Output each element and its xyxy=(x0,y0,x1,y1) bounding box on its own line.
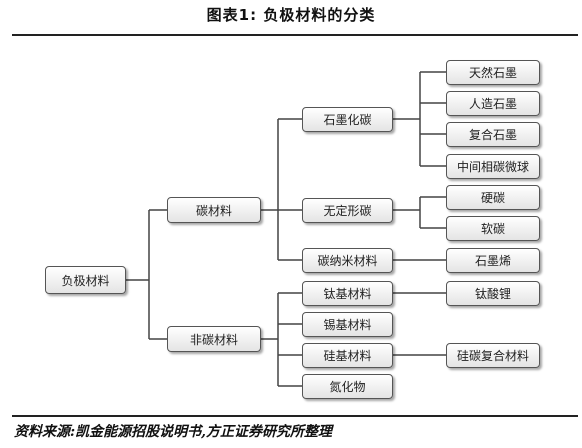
node-tin-based: 锡基材料 xyxy=(302,312,393,337)
node-non-carbon-materials: 非碳材料 xyxy=(167,326,261,352)
node-artificial-graphite: 人造石墨 xyxy=(446,91,540,116)
top-rule xyxy=(12,34,578,36)
node-graphitized-carbon: 石墨化碳 xyxy=(302,107,393,132)
node-mesocarbon-microbeads: 中间相碳微球 xyxy=(446,154,540,179)
node-nitride: 氮化物 xyxy=(302,374,393,399)
node-carbon-nanomaterials: 碳纳米材料 xyxy=(302,248,393,273)
node-composite-graphite: 复合石墨 xyxy=(446,122,540,147)
node-carbon-materials: 碳材料 xyxy=(167,197,261,223)
node-graphene: 石墨烯 xyxy=(446,248,540,273)
node-titanium-based: 钛基材料 xyxy=(302,281,393,306)
node-natural-graphite: 天然石墨 xyxy=(446,60,540,85)
node-silicon-carbon-composite: 硅碳复合材料 xyxy=(446,343,540,368)
node-hard-carbon: 硬碳 xyxy=(446,185,540,210)
node-soft-carbon: 软碳 xyxy=(446,216,540,241)
node-lithium-titanate: 钛酸锂 xyxy=(446,281,540,306)
source-note: 资料来源:凯金能源招股说明书,方正证券研究所整理 xyxy=(14,424,333,440)
node-amorphous-carbon: 无定形碳 xyxy=(302,198,393,223)
node-anode-materials: 负极材料 xyxy=(45,266,126,294)
node-silicon-based: 硅基材料 xyxy=(302,343,393,368)
figure-title: 图表1: 负极材料的分类 xyxy=(206,6,376,24)
bottom-rule xyxy=(12,415,578,417)
